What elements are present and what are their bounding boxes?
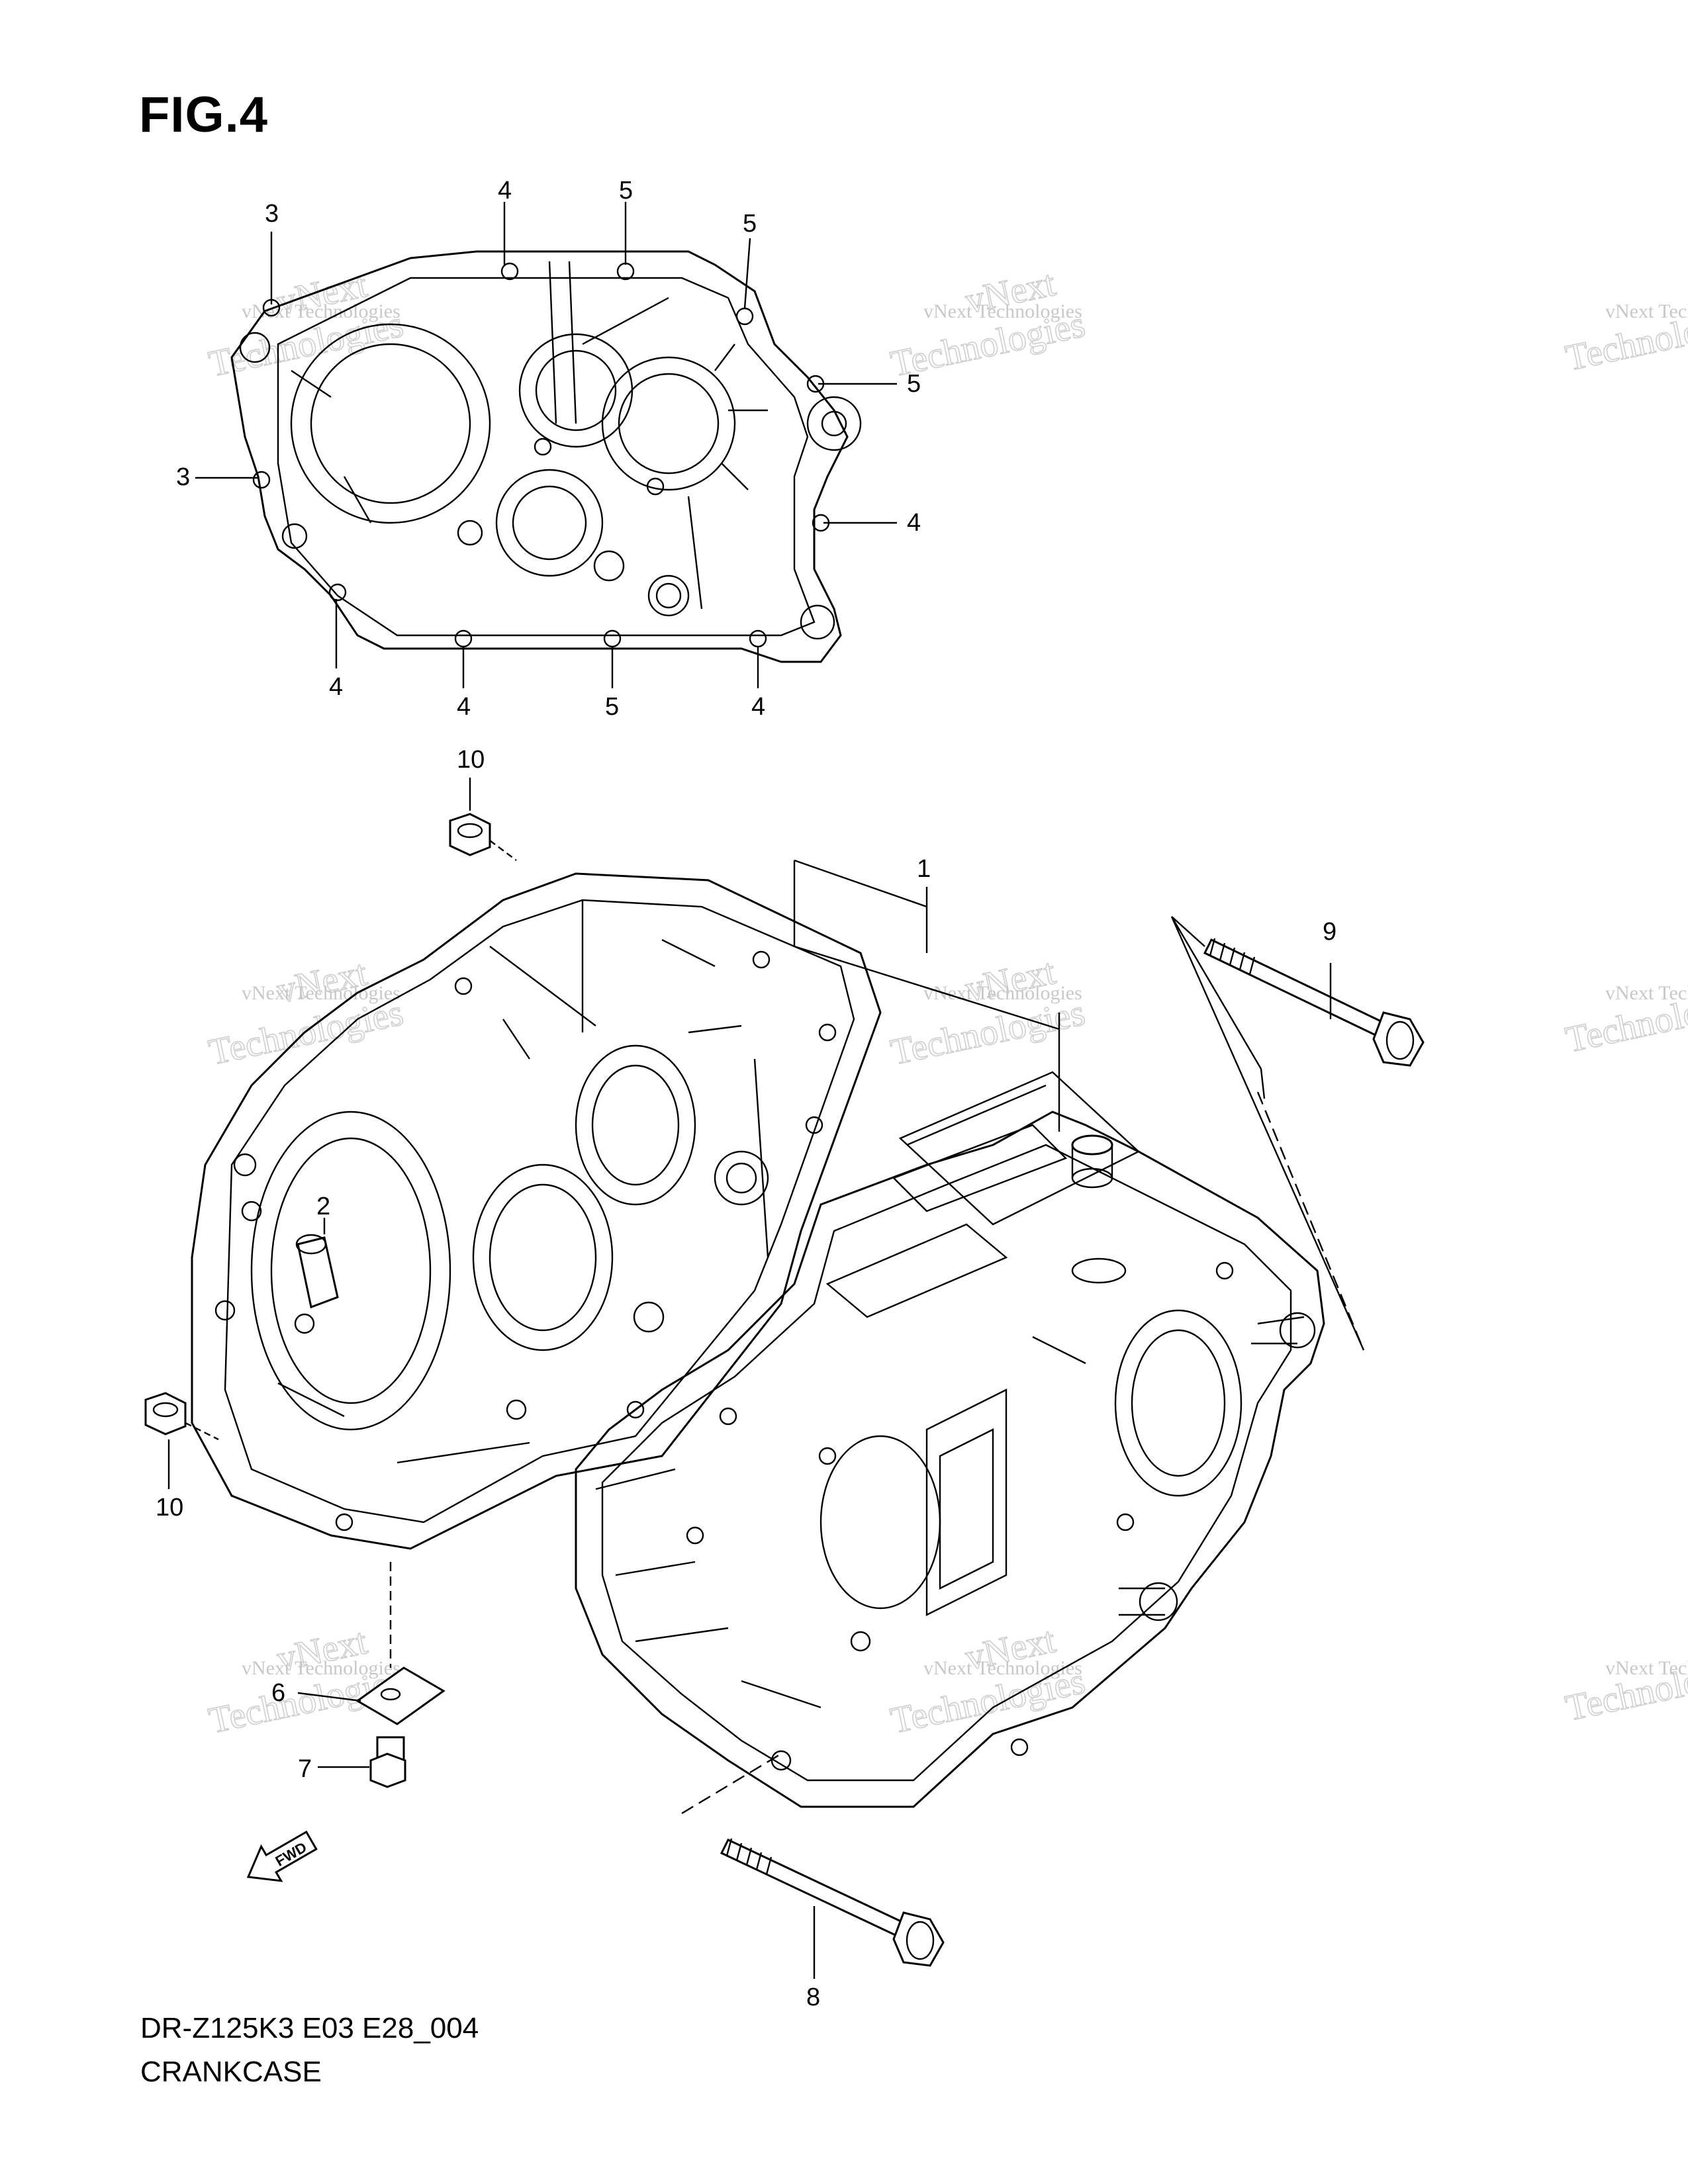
part-8-bolt bbox=[720, 1838, 945, 1967]
watermark-text: vNext Technologies bbox=[242, 300, 400, 322]
watermark-text: vNext Technologies bbox=[1605, 300, 1688, 322]
callout-label: 4 bbox=[498, 177, 512, 205]
watermark-text: vNext Technologies bbox=[242, 982, 400, 1004]
callout-label: 5 bbox=[743, 210, 757, 238]
callout-label: 9 bbox=[1323, 918, 1336, 946]
callout-label: 5 bbox=[907, 370, 921, 398]
part-9-bolt bbox=[1203, 938, 1425, 1067]
callout-label: 1 bbox=[917, 855, 931, 883]
crankcase-assembly bbox=[191, 872, 1325, 1808]
bolt-holes bbox=[252, 262, 830, 648]
callout-label: 3 bbox=[265, 200, 279, 228]
callout-label: 5 bbox=[619, 177, 633, 205]
figure-title: FIG.4 bbox=[139, 87, 269, 143]
bolt-holes bbox=[686, 1261, 1234, 1771]
callout-label: 7 bbox=[298, 1755, 312, 1783]
watermark: vNext Technologies bbox=[886, 262, 1089, 385]
callout-lines-top bbox=[195, 202, 897, 688]
callout-labels-main: 10 1 9 2 10 6 7 8 bbox=[156, 746, 1336, 2011]
callout-label: 6 bbox=[271, 1679, 285, 1707]
callout-label: 10 bbox=[457, 746, 485, 774]
callout-label: 4 bbox=[907, 509, 921, 537]
callout-label: 10 bbox=[156, 1494, 183, 1522]
callout-label: 4 bbox=[329, 673, 343, 701]
watermark-text: vNext Technologies bbox=[242, 1657, 400, 1679]
crankcase-half-plan-view: 3 4 5 5 5 3 4 4 4 5 4 bbox=[176, 177, 921, 721]
callout-label: 5 bbox=[605, 693, 619, 721]
callout-label: 3 bbox=[176, 463, 190, 491]
watermark-text: vNext Technologies bbox=[1605, 982, 1688, 1004]
part-10-nut-upper bbox=[449, 813, 517, 861]
part-10-nut-lower bbox=[144, 1392, 219, 1441]
callout-label: 2 bbox=[316, 1193, 330, 1220]
bolt-holes bbox=[214, 950, 837, 1531]
watermark-layer: vNext Technologies vNext Technologies vN… bbox=[205, 262, 1688, 1742]
callout-label: 4 bbox=[457, 693, 471, 721]
watermark: vNext Technologies bbox=[886, 950, 1089, 1073]
watermark-text: vNext Technologies bbox=[923, 300, 1082, 322]
callout-label: 8 bbox=[806, 1983, 820, 2011]
callout-labels-top: 3 4 5 5 5 3 4 4 4 5 4 bbox=[176, 177, 921, 721]
part-7-bolt bbox=[369, 1562, 406, 1788]
fwd-arrow-icon: FWD bbox=[246, 1830, 318, 1882]
watermark-text: vNext Technologies bbox=[923, 982, 1082, 1004]
watermark-text: vNext Technologies bbox=[1605, 1657, 1688, 1679]
part-6-plate bbox=[355, 1666, 445, 1725]
callout-lines-main bbox=[167, 778, 1365, 1979]
watermark-text: vNext Technologies bbox=[923, 1657, 1082, 1679]
callout-label: 4 bbox=[751, 693, 765, 721]
model-code: DR-Z125K3 E03 E28_004 bbox=[140, 2012, 479, 2044]
figure-name: CRANKCASE bbox=[140, 2056, 322, 2088]
